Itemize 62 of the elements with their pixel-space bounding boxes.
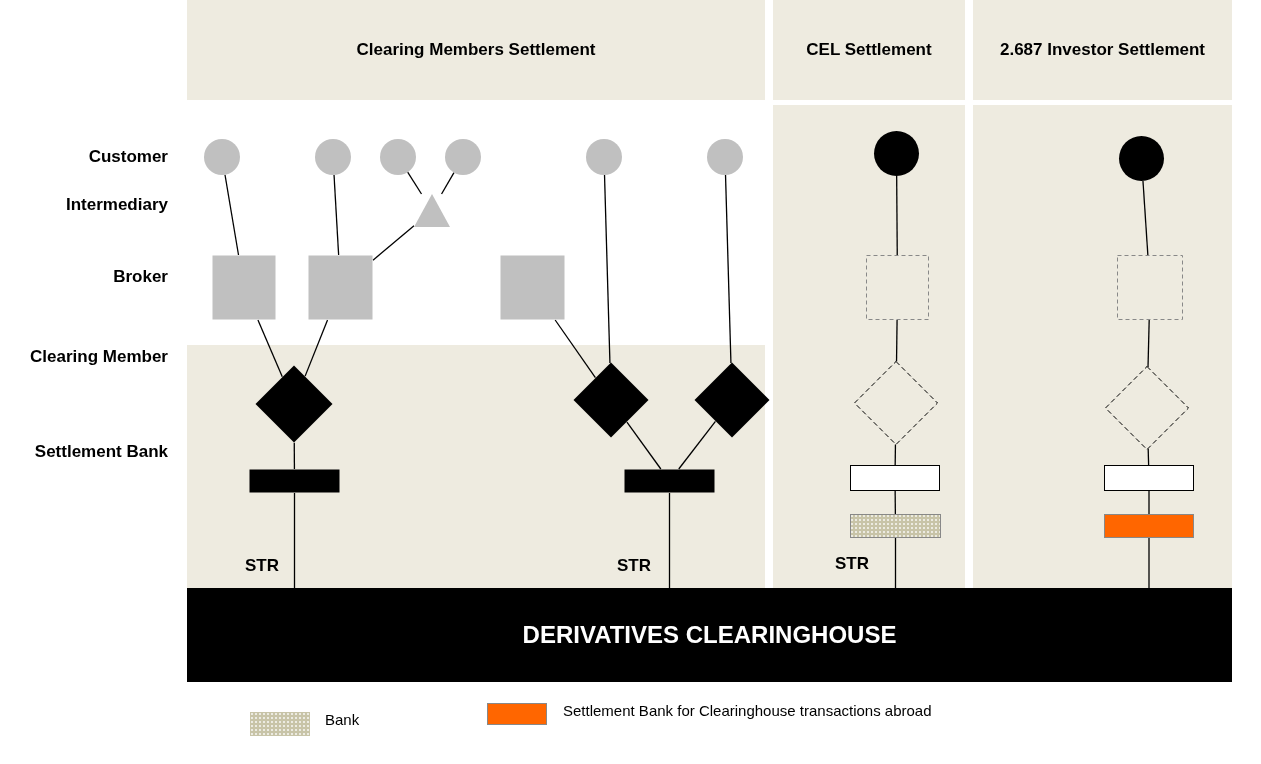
connector-line — [1142, 180, 1149, 256]
customer-circle — [874, 131, 919, 176]
row-label: Intermediary — [64, 194, 168, 216]
customer-circle — [1119, 136, 1164, 181]
connector-line — [603, 174, 611, 364]
customer-circle — [707, 139, 743, 175]
connector-line — [440, 171, 455, 195]
connector-line — [224, 174, 240, 256]
clearing-member-diamond — [854, 361, 938, 445]
settlement-bank-bar — [1104, 465, 1194, 491]
connector-line — [293, 492, 296, 589]
connector-line — [626, 421, 662, 470]
bank-bar — [1104, 514, 1194, 538]
connector-line — [894, 443, 897, 466]
connector-line — [896, 175, 898, 256]
broker-square — [500, 255, 565, 320]
clearing-member-diamond — [573, 362, 649, 438]
str-label: STR — [835, 554, 869, 574]
connector-line — [1148, 537, 1150, 589]
column-header: Clearing Members Settlement — [187, 0, 765, 100]
row-label: Settlement Bank — [33, 441, 168, 463]
connector-line — [257, 319, 283, 378]
column-header: 2.687 Investor Settlement — [973, 0, 1232, 100]
legend-text: Bank — [325, 711, 360, 728]
connector-line — [668, 492, 671, 589]
customer-circle — [586, 139, 622, 175]
str-label: STR — [245, 556, 279, 576]
connector-line — [293, 442, 296, 470]
column-header: CEL Settlement — [773, 0, 965, 100]
connector-line — [554, 319, 597, 379]
customer-circle — [445, 139, 481, 175]
connector-line — [894, 490, 897, 515]
broker-square — [866, 255, 929, 320]
connector-line — [304, 319, 329, 377]
connector-line — [1148, 490, 1150, 515]
row-label: Broker — [112, 266, 168, 288]
intermediary-triangle — [414, 194, 450, 227]
broker-square — [1117, 255, 1183, 320]
connector-line — [895, 319, 898, 363]
str-label: STR — [617, 556, 651, 576]
connector-line — [333, 174, 340, 256]
bank-bar — [850, 514, 941, 538]
row-label: Customer — [87, 146, 168, 168]
customer-circle — [380, 139, 416, 175]
customer-circle — [204, 139, 240, 175]
clearing-member-diamond — [694, 362, 770, 438]
broker-square — [212, 255, 276, 320]
legend-text: Settlement Bank for Clearinghouse transactions abroad — [563, 702, 932, 719]
connector-line — [372, 225, 415, 261]
customer-circle — [315, 139, 351, 175]
connector-line — [678, 420, 717, 470]
clearing-member-diamond — [255, 365, 333, 443]
clearing-member-diamond — [1105, 366, 1189, 450]
connector-line — [894, 537, 897, 589]
row-label: Clearing Member — [29, 346, 168, 368]
connector-line — [724, 174, 732, 364]
broker-square — [308, 255, 373, 320]
clearinghouse-title: DERIVATIVES CLEARINGHOUSE — [522, 621, 897, 649]
clearinghouse-bar — [187, 588, 1232, 682]
settlement-bank-bar — [850, 465, 940, 491]
connector-line — [407, 171, 423, 195]
connector-line — [1147, 319, 1150, 368]
